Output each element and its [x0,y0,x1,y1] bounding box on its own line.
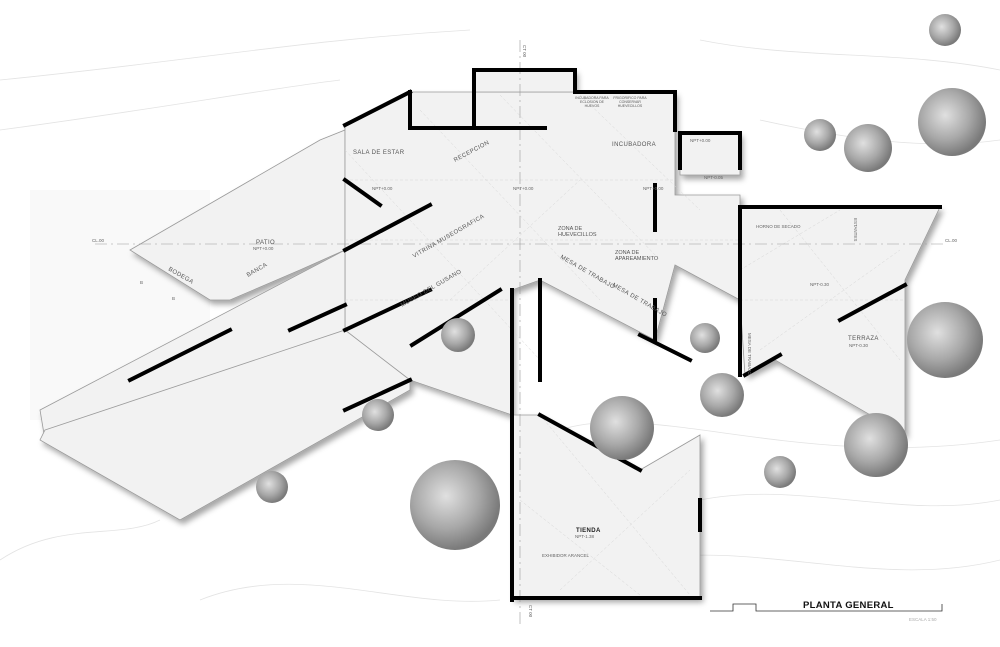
label-patio-npt: NPT+0.00 [253,246,274,251]
axis-label-cl-right: CL.00 [945,238,958,243]
label-mesa-trabajo-3: MESA DE TRABAJO [747,333,752,375]
label-sala-estar: SALA DE ESTAR [353,150,405,156]
label-tienda-npt: NPT-1.38 [575,534,595,539]
drawing-scale: ESCALA 1:50 [909,617,937,622]
title-block: PLANTA GENERAL ESCALA 1:50 [710,600,943,622]
label-patio: PATIO [256,240,275,246]
trees [256,14,986,550]
label-zona-apareamiento: ZONA DE APAREAMIENTO [615,250,659,262]
axis-label-ct-top: CT 00 [522,45,527,58]
label-npt-incub: NPT+0.00 [643,186,664,191]
annotations: CL.00 CL.00 CT 00 CT 00 B B [92,45,958,618]
label-tienda: TIENDA [576,528,601,534]
axis-lines [95,40,945,625]
label-exhibidor: EXHIBIDOR ARANCEL [542,553,590,558]
axis-label-ct-bottom: CT 00 [528,605,533,618]
label-estantes: ESTANTES [853,218,858,241]
label-passage-npt: NPT-0.05 [704,175,724,180]
walls [127,68,942,602]
label-incubadora-eclosion: INCUBADORA PARA ECLOSION DE HUEVOS [575,96,609,108]
section-mark-b-1: B [140,280,143,285]
label-terraza: TERRAZA [848,336,879,342]
label-npt-sala: NPT+0.00 [372,186,393,191]
scale-bar [710,603,943,612]
label-terraza-npt: NPT-0.30 [849,343,869,348]
label-npt-east: NPT-0.30 [810,282,830,287]
label-zona-huevecillos: ZONA DE HUEVECILLOS [558,226,597,238]
label-horno: HORNO DE SECADO [756,224,801,229]
floor-grid [344,94,905,596]
label-small-room-npt: NPT+0.00 [690,138,711,143]
axis-label-cl-left: CL.00 [92,238,105,243]
drawing-title: PLANTA GENERAL [803,600,894,611]
section-mark-b-2: B [172,296,175,301]
label-npt-center: NPT+0.00 [513,186,534,191]
label-frigorifico: FRIGORIFICO PARA CONSERVAR HUEVECILLOS [613,96,647,108]
label-incubadora: INCUBADORA [612,142,656,148]
